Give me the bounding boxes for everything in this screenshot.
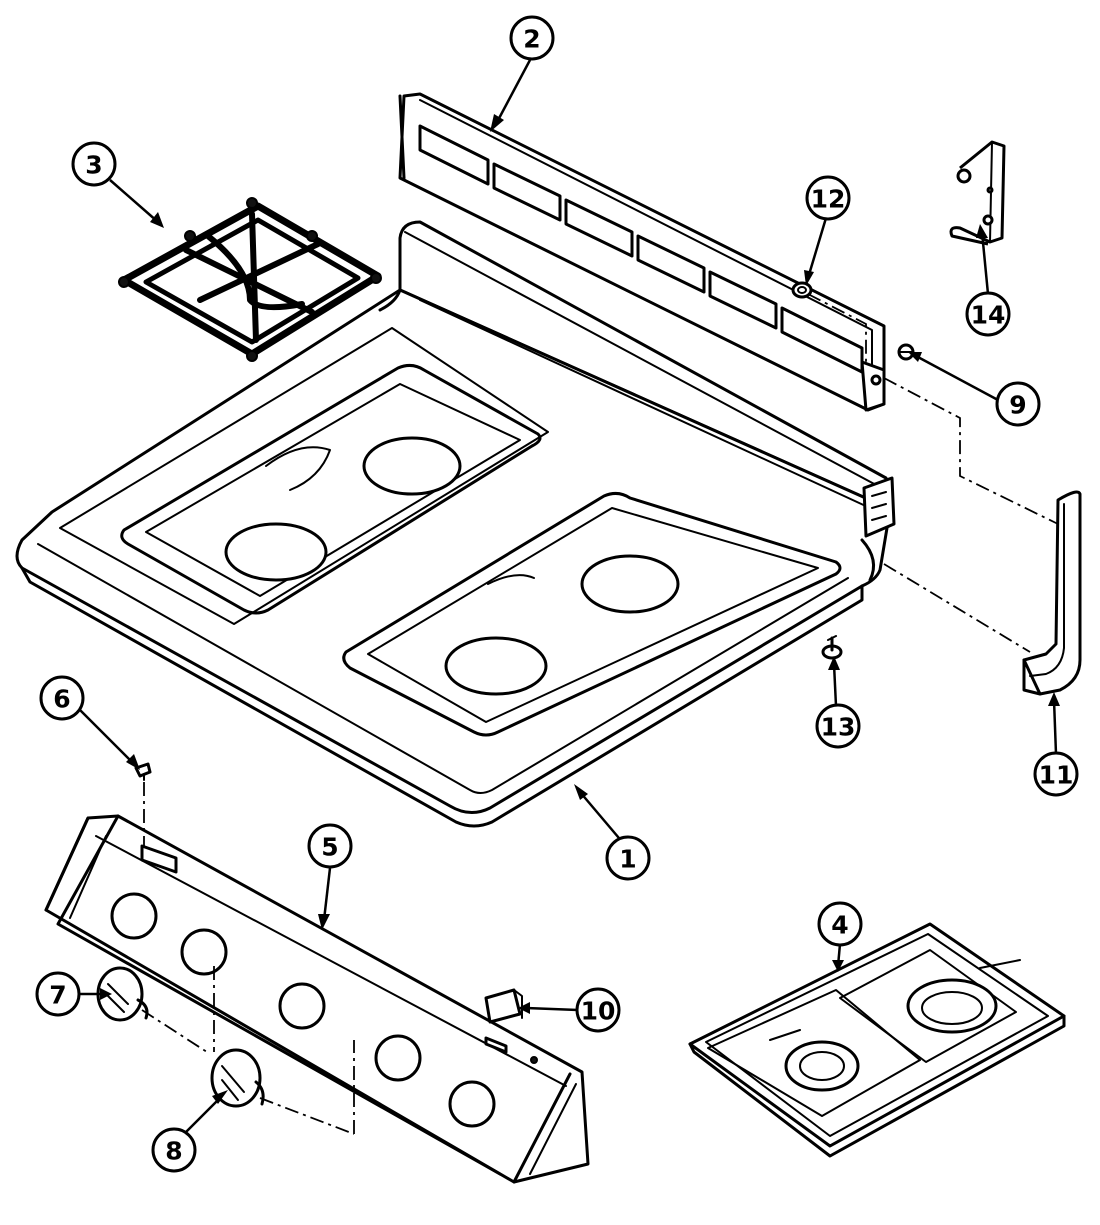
callout-7: 7 bbox=[35, 971, 81, 1017]
callout-8: 8 bbox=[151, 1127, 197, 1173]
part-10-clip bbox=[484, 988, 523, 1024]
part-13-screw bbox=[821, 635, 843, 660]
callout-9-label: 9 bbox=[1009, 391, 1026, 420]
part-5-control-panel bbox=[44, 814, 590, 1184]
callout-6: 6 bbox=[39, 675, 85, 721]
callout-8-label: 8 bbox=[165, 1137, 182, 1166]
callout-11-label: 11 bbox=[1039, 761, 1074, 790]
part-4-burner-box bbox=[688, 922, 1066, 1158]
callout-14-label: 14 bbox=[971, 301, 1006, 330]
callout-14: 14 bbox=[965, 291, 1011, 337]
part-2-vent-trim bbox=[398, 92, 886, 412]
callout-10: 10 bbox=[575, 987, 621, 1033]
callout-5-label: 5 bbox=[321, 833, 338, 862]
part-14-bracket bbox=[949, 140, 1006, 246]
part-12-spacer bbox=[791, 281, 813, 299]
callout-12-label: 12 bbox=[811, 185, 846, 214]
callout-3: 3 bbox=[71, 141, 117, 187]
callout-4-label: 4 bbox=[831, 911, 848, 940]
callout-2-label: 2 bbox=[523, 25, 540, 54]
callout-13: 13 bbox=[815, 703, 861, 749]
callout-5: 5 bbox=[307, 823, 353, 869]
part-1-cooktop-top bbox=[15, 220, 896, 828]
part-6-screw bbox=[134, 762, 152, 781]
callout-3-label: 3 bbox=[85, 151, 102, 180]
callout-2: 2 bbox=[509, 15, 555, 61]
callout-10-label: 10 bbox=[581, 997, 616, 1026]
callout-1-label: 1 bbox=[619, 845, 636, 874]
callout-9: 9 bbox=[995, 381, 1041, 427]
callout-6-label: 6 bbox=[53, 685, 70, 714]
callout-7-label: 7 bbox=[49, 981, 66, 1010]
callout-11: 11 bbox=[1033, 751, 1079, 797]
callout-leaders bbox=[77, 59, 1060, 1133]
callout-4: 4 bbox=[817, 901, 863, 947]
callout-1: 1 bbox=[605, 835, 651, 881]
part-7-knob bbox=[96, 966, 149, 1022]
part-3-burner-grate bbox=[118, 197, 382, 362]
callout-13-label: 13 bbox=[821, 713, 856, 742]
part-11-side-trim bbox=[1022, 490, 1082, 696]
assembly-lines bbox=[141, 293, 1059, 1135]
callout-12: 12 bbox=[805, 175, 851, 221]
